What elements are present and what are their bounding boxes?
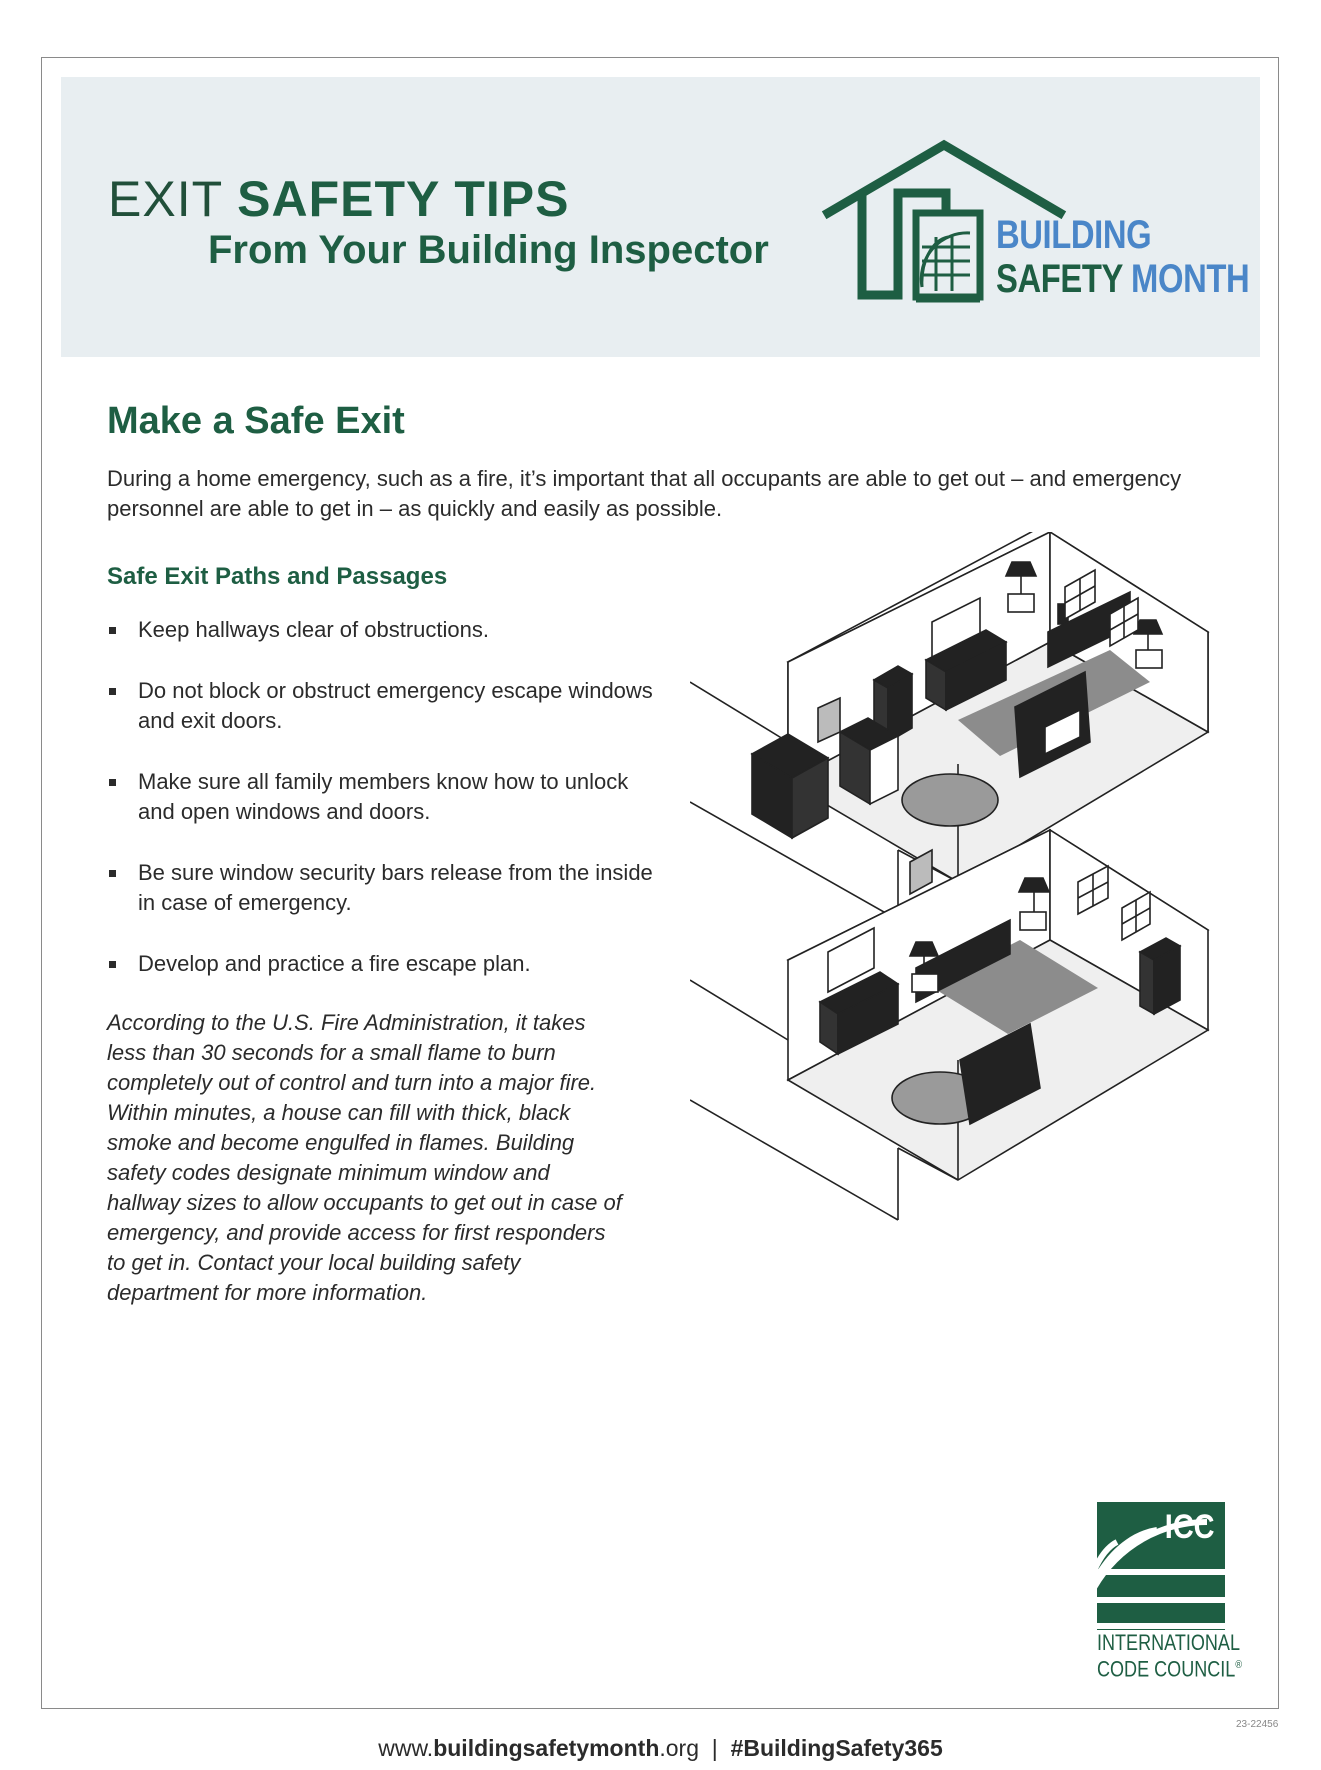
page-title: EXIT SAFETY TIPS [108,174,570,224]
icc-logo: ICC INTERNATIONAL CODE COUNCIL® [1097,1502,1242,1682]
footer-url[interactable]: www.buildingsafetymonth.org [378,1735,699,1761]
list-item: Do not block or obstruct emergency escap… [107,676,667,736]
icc-name-line1: INTERNATIONAL [1097,1630,1241,1655]
bullet-icon [109,961,116,968]
building-safety-month-text: BUILDING SAFETY MONTH [996,215,1305,299]
list-item-text: Make sure all family members know how to… [138,769,629,824]
page-subtitle: From Your Building Inspector [208,228,769,272]
list-item: Make sure all family members know how to… [107,767,667,827]
footer: www.buildingsafetymonth.org | #BuildingS… [0,1735,1321,1762]
icc-name: INTERNATIONAL CODE COUNCIL® [1097,1632,1242,1680]
list-item-text: Keep hallways clear of obstructions. [138,617,489,642]
footer-separator: | [711,1735,718,1761]
icc-name-line2: CODE COUNCIL [1097,1656,1236,1682]
logo-line2-month: MONTH [1131,257,1250,301]
footer-url-domain: buildingsafetymonth [433,1735,660,1761]
list-item-text: Develop and practice a fire escape plan. [138,951,531,976]
footer-url-prefix: www. [378,1735,434,1761]
room-illustration [690,532,1210,1221]
list-item: Be sure window security bars release fro… [107,858,667,918]
bullet-icon [109,870,116,877]
footer-hashtag[interactable]: #BuildingSafety365 [730,1735,943,1761]
list-item-text: Do not block or obstruct emergency escap… [138,678,653,733]
intro-paragraph: During a home emergency, such as a fire,… [107,466,1182,521]
globe-icon [1097,1519,1225,1629]
tips-list: Keep hallways clear of obstructions. Do … [107,615,667,1010]
bullet-icon [109,688,116,695]
registered-mark: ® [1235,1659,1242,1671]
globe-icon [919,231,971,291]
list-item: Keep hallways clear of obstructions. [107,615,667,645]
subsection-title: Safe Exit Paths and Passages [107,563,448,590]
logo-line2-safety: SAFETY [996,257,1123,301]
title-bold: SAFETY TIPS [237,171,570,227]
logo-line2: SAFETY MONTH [996,257,1250,301]
title-thin: EXIT [108,171,223,227]
bullet-icon [109,779,116,786]
icc-abbr: ICC [1165,1508,1215,1546]
footer-url-suffix: .org [659,1735,700,1761]
document-code: 23-22456 [1236,1719,1279,1730]
building-safety-month-logo [821,139,1067,303]
logo-line1: BUILDING [996,213,1152,257]
bullet-icon [109,627,116,634]
list-item-text: Be sure window security bars release fro… [138,860,653,915]
fire-fact-paragraph: According to the U.S. Fire Administratio… [107,1010,622,1305]
page-frame [41,57,1279,1709]
list-item: Develop and practice a fire escape plan. [107,949,667,979]
section-title: Make a Safe Exit [107,400,405,442]
icc-logo-box: ICC [1097,1502,1225,1630]
